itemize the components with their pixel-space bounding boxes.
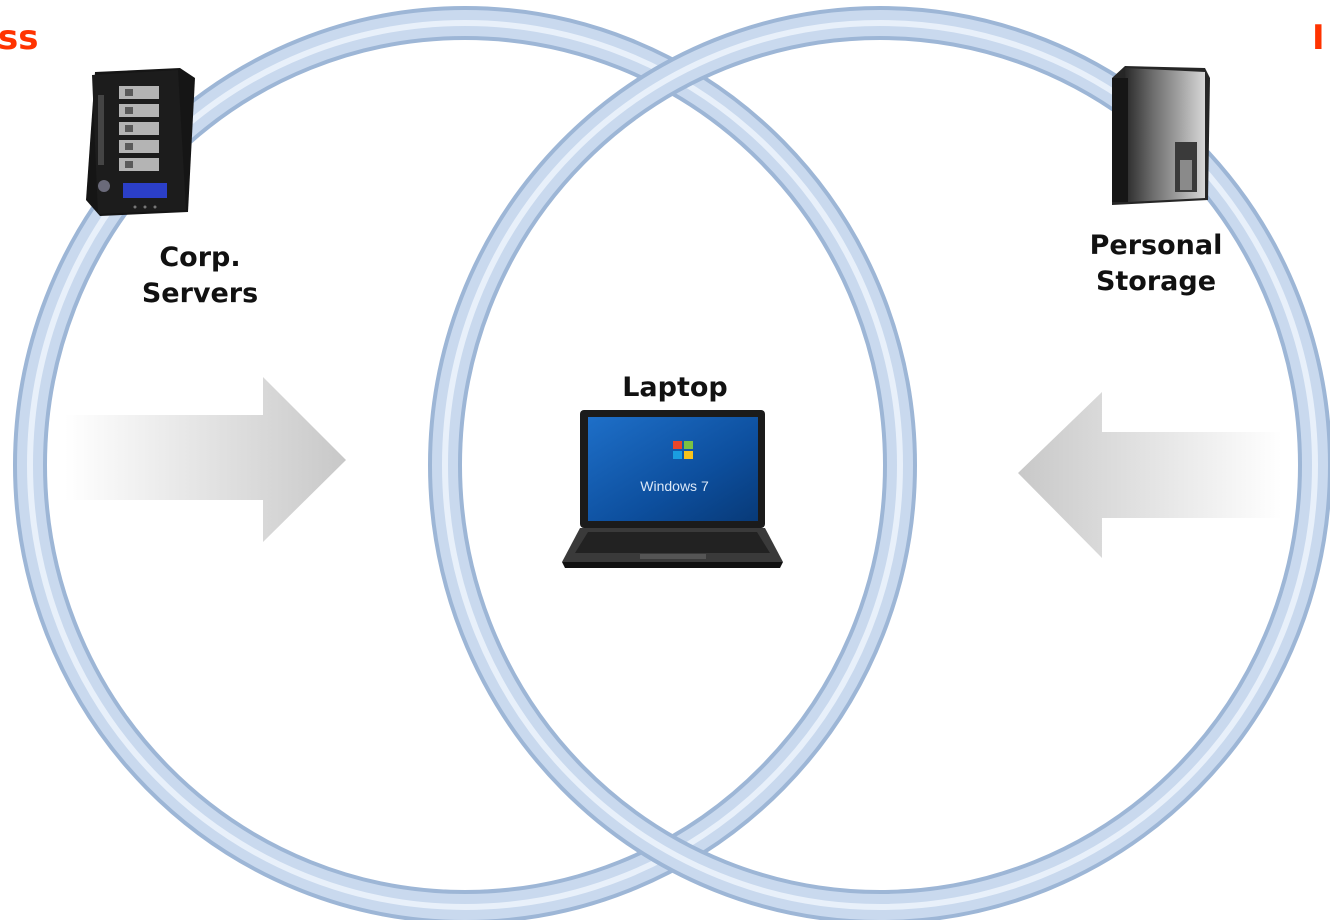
server-icon xyxy=(86,68,195,216)
left-circle xyxy=(13,6,917,920)
personal-storage-label-line-1: Personal xyxy=(1089,230,1223,261)
personal-storage-label: Personal Storage xyxy=(1066,228,1246,300)
personal-storage-label-line-2: Storage xyxy=(1095,266,1217,297)
external-drive-icon xyxy=(1112,66,1210,205)
arrow-right-icon xyxy=(65,377,346,542)
laptop-screen-text: Windows 7 xyxy=(640,478,709,494)
laptop-icon xyxy=(562,410,783,568)
arrow-left-icon xyxy=(1018,392,1282,558)
corp-servers-label-line-2: Servers xyxy=(141,278,259,309)
corp-servers-label-line-1: Corp. xyxy=(159,242,241,273)
right-circle xyxy=(428,6,1330,920)
corner-text-left: ss xyxy=(0,18,39,58)
corner-text-right: I xyxy=(1312,18,1325,58)
corp-servers-label: Corp. Servers xyxy=(110,240,290,312)
laptop-label: Laptop xyxy=(622,372,728,403)
